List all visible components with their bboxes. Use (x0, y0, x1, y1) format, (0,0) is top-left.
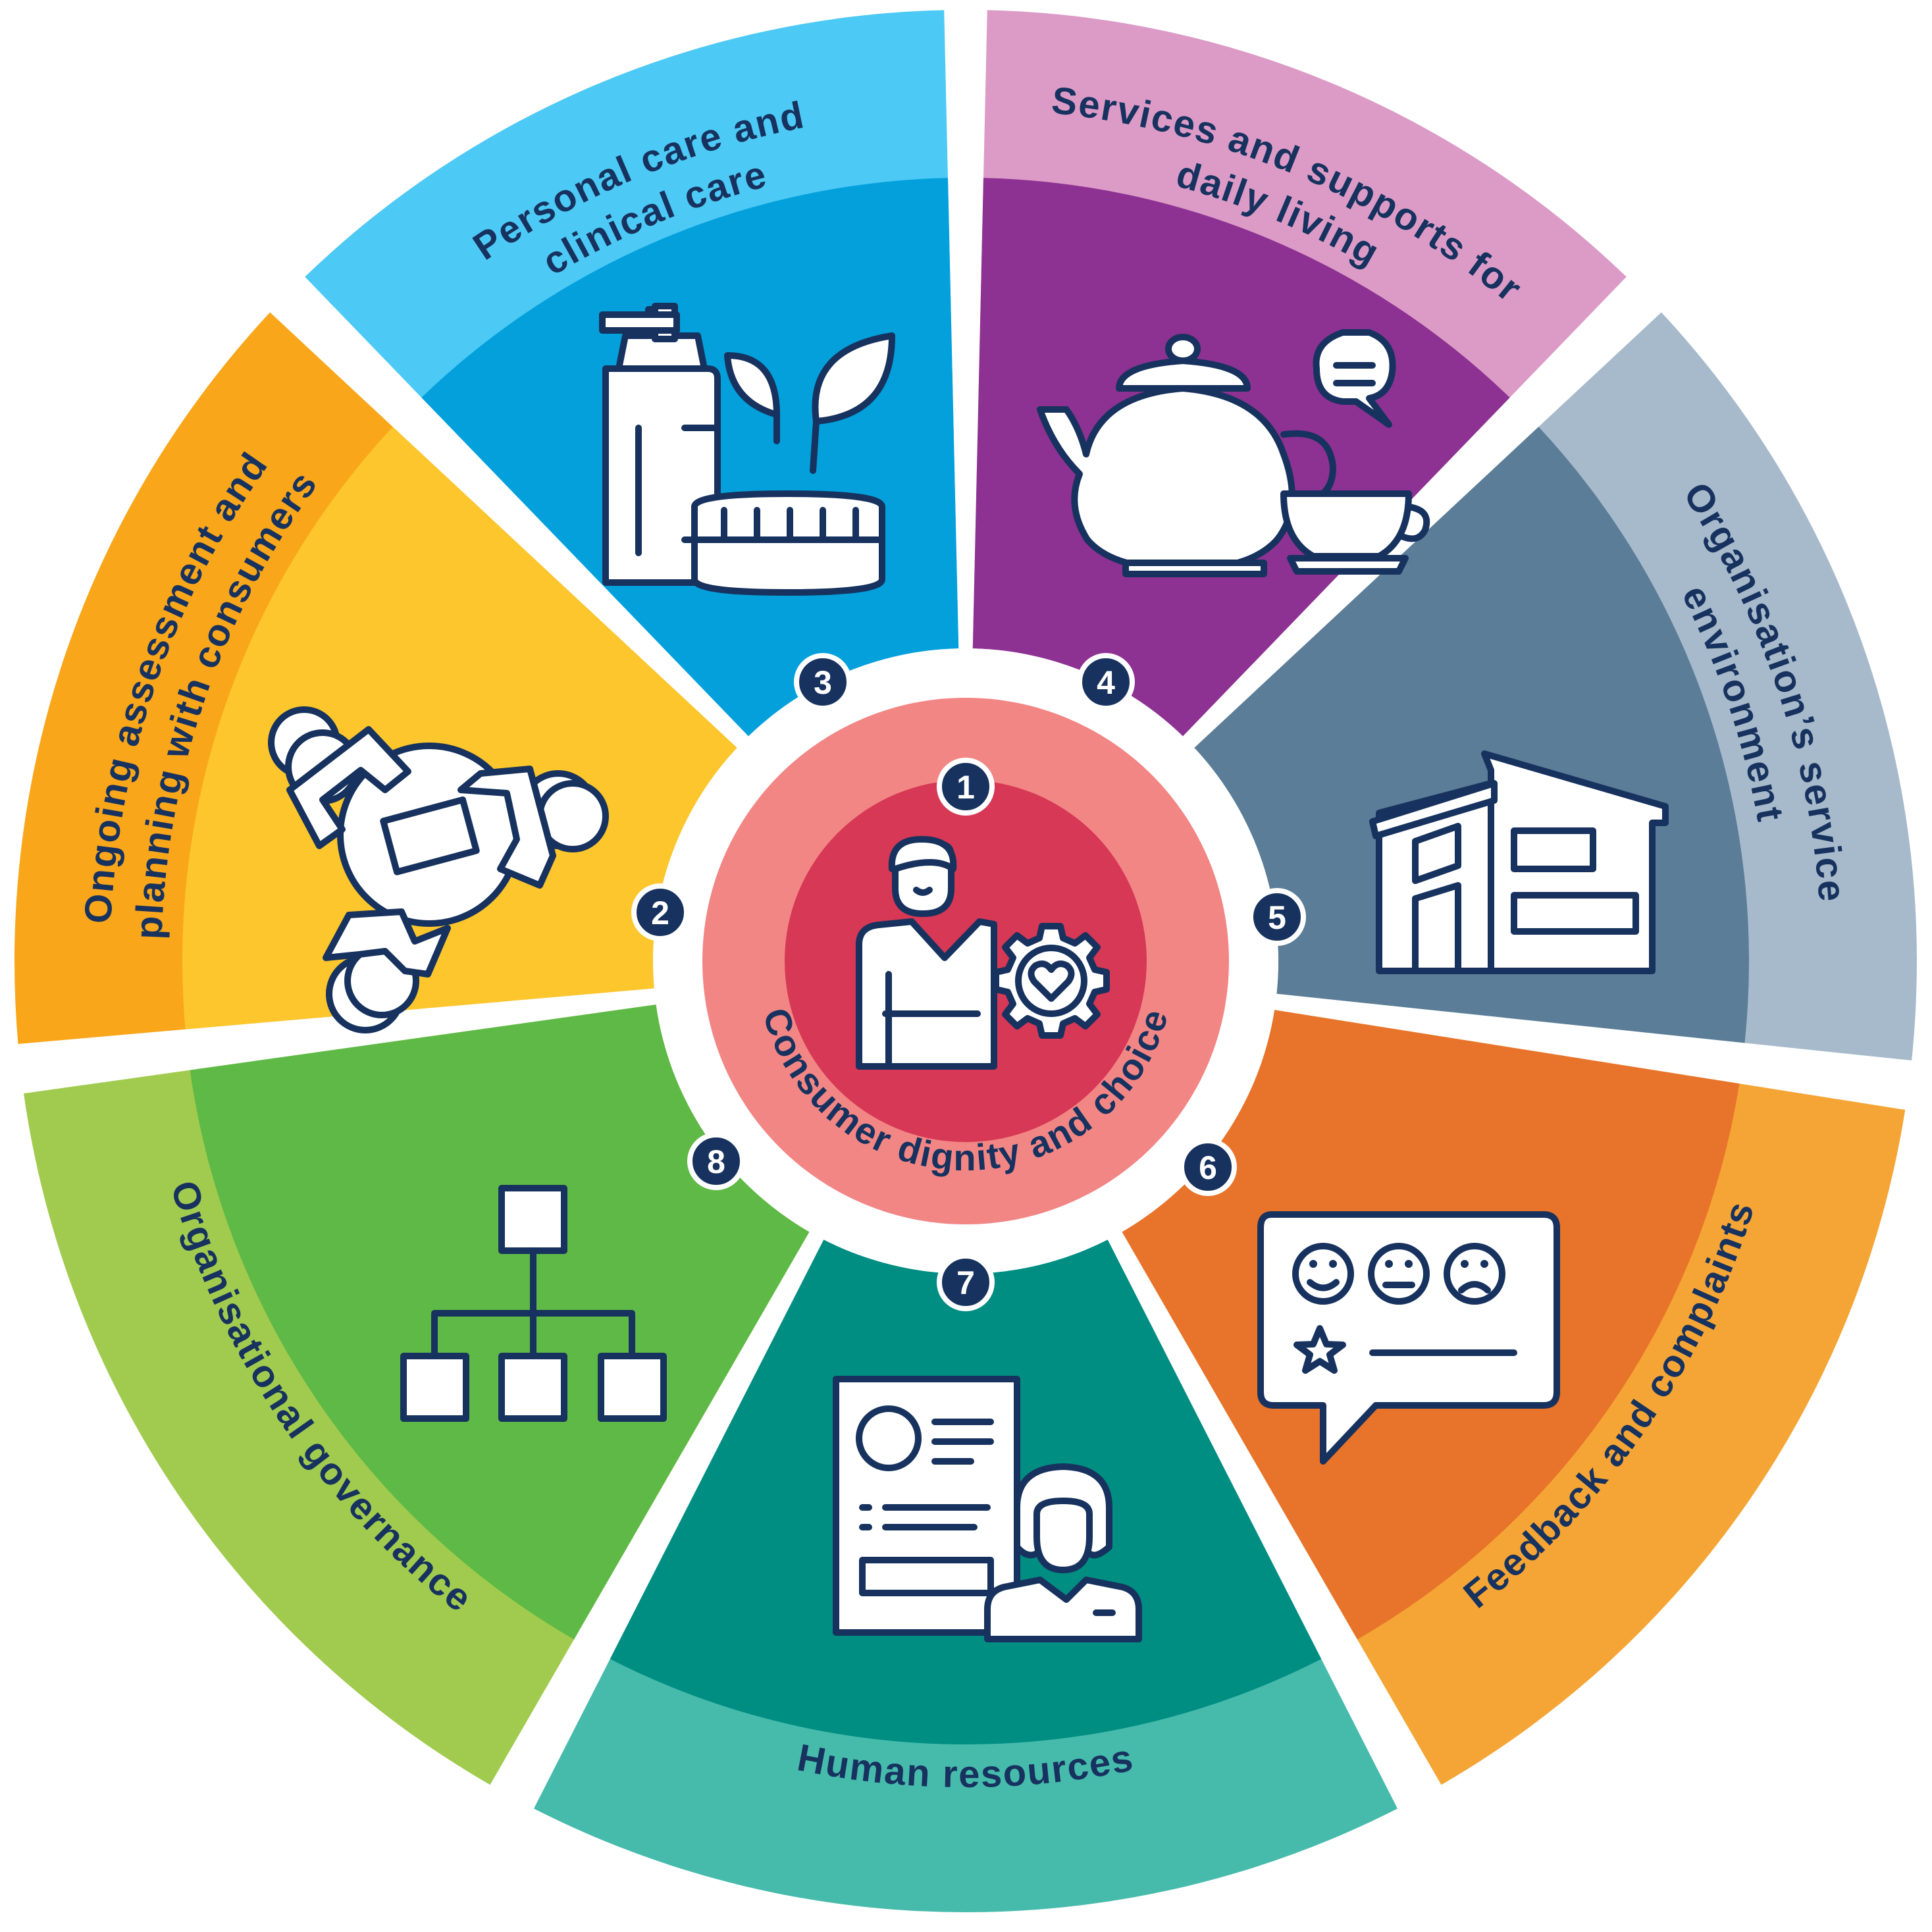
badge-5: 5 (1248, 888, 1306, 946)
people-meeting-icon (268, 706, 609, 1033)
feedback-chat-icon (1257, 1211, 1560, 1465)
segment-8-inner-band (190, 1005, 810, 1640)
person-gear-heart-icon (856, 836, 1110, 1070)
badge-1: 1 (937, 758, 995, 816)
segment-2-inner-band (182, 427, 737, 1030)
svg-text:4: 4 (1097, 664, 1115, 701)
badge-6: 6 (1179, 1138, 1237, 1196)
building-icon (1369, 750, 1669, 974)
svg-text:2: 2 (651, 895, 669, 931)
svg-text:6: 6 (1199, 1149, 1217, 1186)
svg-text:5: 5 (1268, 899, 1286, 936)
badge-3: 3 (794, 653, 852, 711)
care-products-icon (599, 303, 895, 596)
svg-text:7: 7 (956, 1265, 975, 1301)
resume-person-icon (833, 1376, 1142, 1642)
svg-text:3: 3 (814, 664, 832, 701)
org-chart-icon (400, 1185, 667, 1422)
teapot-cup-icon (1037, 329, 1430, 577)
segment-2 (14, 312, 737, 1044)
badge-8: 8 (687, 1132, 745, 1190)
badge-4: 4 (1077, 653, 1135, 711)
badge-2: 2 (631, 883, 689, 941)
svg-text:8: 8 (707, 1143, 725, 1180)
badge-7: 7 (937, 1253, 995, 1311)
svg-text:1: 1 (956, 769, 975, 806)
